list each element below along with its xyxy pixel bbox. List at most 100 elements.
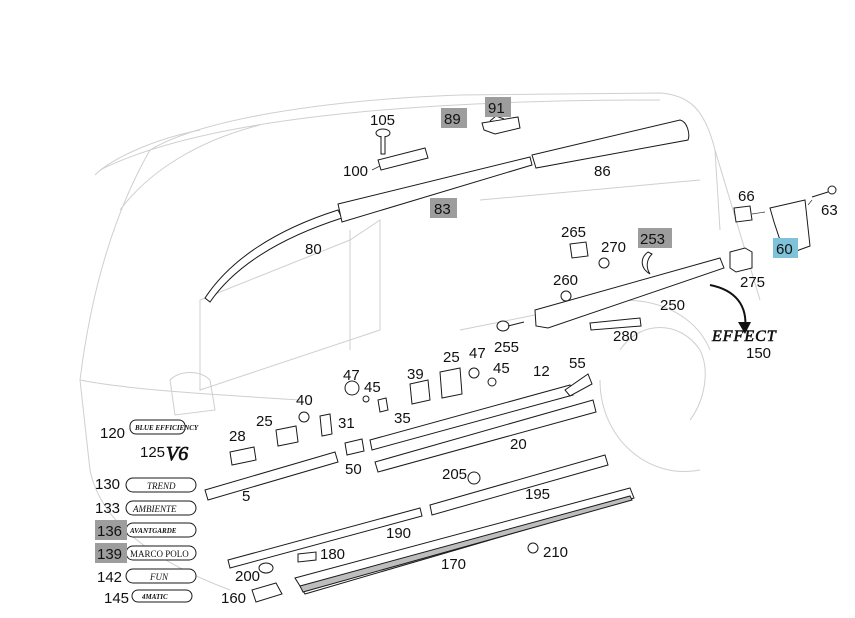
callout-25a: 25 (443, 349, 460, 366)
callout-250: 250 (660, 297, 685, 314)
callout-80: 80 (305, 241, 322, 258)
callout-180: 180 (320, 546, 345, 563)
svg-text:AVANTGARDE: AVANTGARDE (129, 527, 177, 535)
block-275[interactable] (729, 247, 753, 273)
callout-120: 120 (100, 425, 125, 442)
badge-blue-efficiency[interactable]: BLUE EFFICIENCY (129, 419, 199, 435)
svg-text:AMBIENTE: AMBIENTE (132, 504, 177, 514)
callout-89: 89 (444, 111, 461, 128)
callout-170: 170 (441, 556, 466, 573)
callout-labels: 105 89 91 100 86 83 80 66 63 60 265 270 … (95, 100, 838, 607)
callout-55: 55 (569, 355, 586, 372)
clip-180[interactable] (297, 551, 317, 563)
spoiler-trim-250[interactable] (534, 257, 725, 329)
screw-255[interactable] (496, 320, 525, 332)
moulding-20[interactable] (374, 399, 597, 473)
callout-270: 270 (601, 239, 626, 256)
callout-86: 86 (594, 163, 611, 180)
moulding-50[interactable] (344, 438, 365, 456)
callout-105: 105 (370, 112, 395, 129)
callout-253: 253 (640, 231, 665, 248)
sill-clips-190[interactable] (227, 507, 423, 569)
callout-50: 50 (345, 461, 362, 478)
callout-5: 5 (242, 488, 250, 505)
washer-40[interactable] (298, 411, 310, 423)
arrow-150 (709, 284, 751, 334)
callout-45a: 45 (364, 379, 381, 396)
callout-91: 91 (488, 100, 505, 117)
svg-text:BLUE EFFICIENCY: BLUE EFFICIENCY (134, 424, 199, 432)
moulding-12[interactable] (369, 384, 574, 451)
callout-40: 40 (296, 392, 313, 409)
callout-45b: 45 (493, 360, 510, 377)
bolt-105[interactable] (375, 128, 391, 155)
washer-205[interactable] (467, 471, 481, 485)
clip-91[interactable] (481, 115, 521, 135)
sill-clips-195[interactable] (429, 454, 609, 516)
screw-45a[interactable] (362, 395, 370, 403)
callout-39: 39 (407, 366, 424, 383)
badge-fun[interactable]: FUN (125, 568, 197, 584)
roof-rail-86[interactable] (531, 119, 690, 169)
svg-text:V6: V6 (166, 443, 188, 465)
washer-47a[interactable] (344, 380, 360, 396)
callout-136: 136 (97, 523, 122, 540)
callout-160: 160 (221, 590, 246, 607)
callout-12: 12 (533, 363, 550, 380)
badge-ambiente[interactable]: AMBIENTE (125, 500, 197, 516)
sill-panel-170[interactable] (294, 487, 635, 595)
callout-275: 275 (740, 274, 765, 291)
strip-280[interactable] (589, 317, 642, 331)
callout-280: 280 (613, 328, 638, 345)
cap-66[interactable] (733, 205, 753, 223)
rail-support-100[interactable] (377, 147, 429, 171)
callout-139: 139 (97, 546, 122, 563)
screw-45b[interactable] (487, 377, 497, 387)
svg-text:EFFECT: EFFECT (711, 328, 777, 345)
badge-trend[interactable]: TREND (125, 477, 197, 493)
svg-text:MARCO POLO: MARCO POLO (130, 549, 189, 559)
badge-v6[interactable]: V6 (166, 443, 189, 466)
callout-210: 210 (543, 544, 568, 561)
callout-190: 190 (386, 525, 411, 542)
svg-text:4MATIC: 4MATIC (141, 593, 168, 601)
badge-4matic[interactable]: 4MATIC (131, 589, 193, 603)
callout-265: 265 (561, 224, 586, 241)
clip-25b[interactable] (439, 367, 463, 399)
badge-effect-150[interactable]: EFFECT (711, 328, 777, 346)
callout-20: 20 (510, 436, 527, 453)
callout-150: 150 (746, 345, 771, 362)
clip-39[interactable] (409, 379, 431, 405)
clip-28[interactable] (229, 446, 257, 466)
screw-63[interactable] (811, 185, 837, 198)
cap-160[interactable] (251, 582, 283, 603)
badge-avantgarde[interactable]: AVANTGARDE (125, 522, 197, 538)
clip-31[interactable] (319, 413, 333, 437)
screw-210[interactable] (527, 542, 539, 554)
clip-265[interactable] (569, 241, 589, 259)
callout-205: 205 (442, 466, 467, 483)
callout-200: 200 (235, 568, 260, 585)
roof-rail-83[interactable] (337, 156, 533, 223)
nut-260[interactable] (560, 290, 572, 302)
callout-145: 145 (104, 590, 129, 607)
washer-47b[interactable] (468, 367, 480, 379)
callout-83: 83 (434, 201, 451, 218)
svg-text:TREND: TREND (147, 481, 176, 491)
nut-270[interactable] (598, 257, 610, 269)
badge-marco-polo[interactable]: MARCO POLO (125, 545, 197, 561)
callout-25b: 25 (256, 413, 273, 430)
callout-31: 31 (338, 415, 355, 432)
callout-60: 60 (776, 241, 793, 258)
clip-25a[interactable] (275, 425, 299, 447)
callout-47b: 47 (469, 345, 486, 362)
moulding-5[interactable] (204, 451, 339, 501)
cap-200[interactable] (258, 562, 274, 574)
callout-35: 35 (394, 410, 411, 427)
callout-63: 63 (821, 202, 838, 219)
clip-35[interactable] (377, 397, 389, 413)
moulding-55[interactable] (564, 373, 593, 397)
trim-253[interactable] (641, 251, 653, 275)
